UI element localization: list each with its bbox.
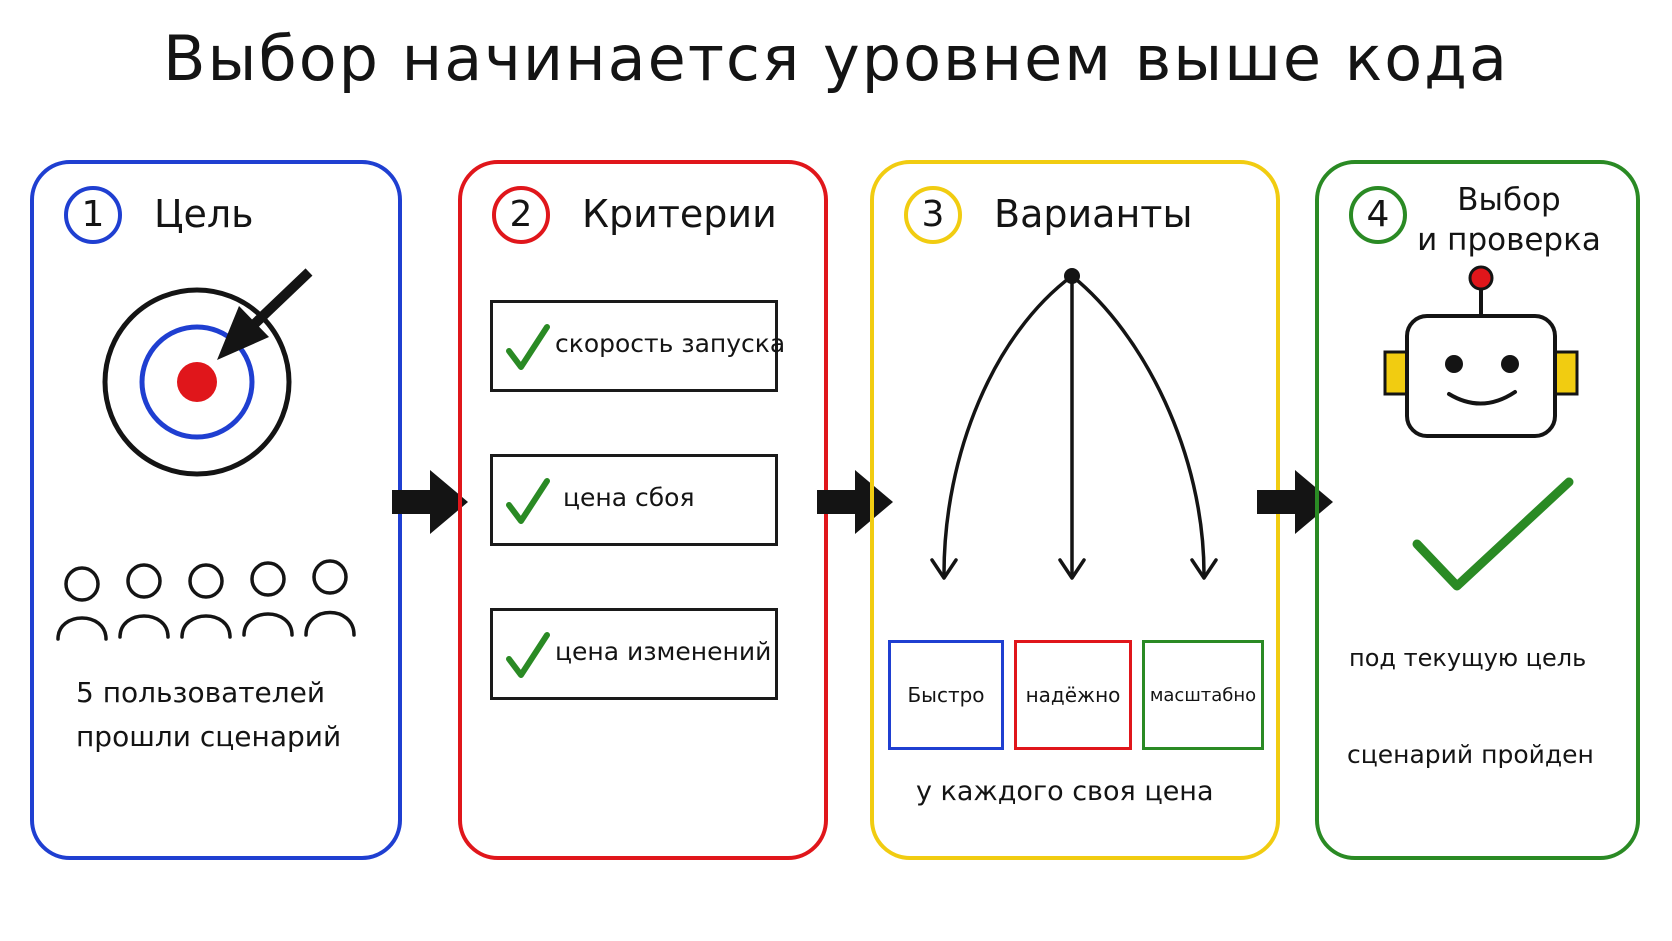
option-scalable: масштабно	[1142, 640, 1264, 750]
target-icon	[102, 268, 313, 477]
result-caption-line1: под текущую цель	[1349, 644, 1587, 672]
arrow-right-icon	[1257, 470, 1333, 534]
arrow-right-icon	[817, 470, 893, 534]
step-criteria-panel: 2 Критерии скорость запуска цена сбоя це…	[458, 160, 828, 860]
step-heading: Критерии	[582, 192, 777, 236]
branching-arrows-icon	[930, 268, 1218, 580]
step-options-panel: 3 Варианты Быстро надёжно масштабно у ка…	[870, 160, 1280, 860]
criterion-label: скорость запуска	[555, 329, 786, 358]
step-number-badge: 1	[64, 186, 122, 244]
option-reliable: надёжно	[1014, 640, 1132, 750]
checkmark-icon	[506, 324, 550, 370]
goal-caption-line2: прошли сценарий	[76, 720, 342, 753]
step-heading: Варианты	[994, 192, 1193, 236]
criterion-item: цена изменений	[490, 608, 778, 700]
criterion-label: цена сбоя	[563, 483, 695, 512]
step-number-badge: 3	[904, 186, 962, 244]
result-caption-line2: сценарий пройден	[1347, 740, 1594, 769]
step-choice-panel: 4 Выбор и проверка под текущую цель сцен…	[1315, 160, 1640, 860]
goal-caption-line1: 5 пользователей	[76, 676, 326, 709]
criterion-item: скорость запуска	[490, 300, 785, 392]
checkmark-icon	[1412, 477, 1574, 591]
step-number-badge: 2	[492, 186, 550, 244]
users-icon	[56, 559, 356, 641]
robot-icon	[1383, 265, 1579, 438]
options-caption: у каждого своя цена	[916, 776, 1214, 807]
criterion-item: цена сбоя	[490, 454, 778, 546]
arrow-right-icon	[392, 470, 468, 534]
checkmark-icon	[506, 478, 550, 524]
step-goal-panel: 1 Цель 5 пользователей прошли сценарий	[30, 160, 402, 860]
heading-line1: Выбор	[1457, 182, 1561, 218]
page-title: Выбор начинается уровнем выше кода	[162, 22, 1510, 95]
heading-line2: и проверка	[1417, 222, 1601, 258]
step-heading: Выбор и проверка	[1399, 180, 1619, 260]
step-heading: Цель	[154, 192, 254, 236]
step-number-badge: 4	[1349, 186, 1407, 244]
checkmark-icon	[506, 632, 550, 678]
option-fast: Быстро	[888, 640, 1004, 750]
criterion-label: цена изменений	[555, 637, 772, 666]
